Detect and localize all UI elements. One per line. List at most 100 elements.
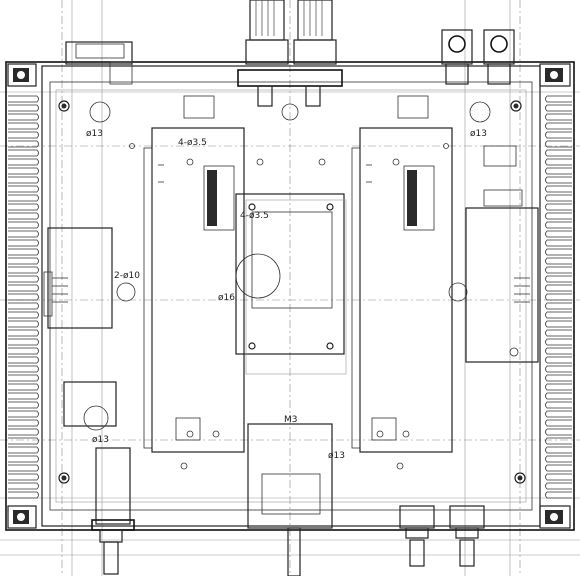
- heatsink-fin: [8, 437, 39, 445]
- heatsink-fin: [545, 302, 572, 310]
- amp-module-left: [143, 95, 245, 453]
- heatsink-fin: [545, 149, 572, 157]
- heatsink-fin: [545, 194, 572, 202]
- heatsink-fin: [8, 248, 39, 256]
- heatsink-fin: [545, 221, 572, 229]
- heatsink-fin: [545, 104, 572, 112]
- heatsink-fin: [8, 266, 39, 274]
- module-screws: [129, 143, 449, 470]
- heatsink-fin: [545, 158, 572, 166]
- heatsink-fin: [545, 203, 572, 211]
- chassis-outline: [5, 61, 575, 531]
- heatsink-fin: [545, 329, 572, 337]
- heatsink-fin: [545, 95, 572, 103]
- heatsink-fin: [8, 302, 39, 310]
- heatsink-fin: [545, 455, 572, 463]
- heatsink-fin: [8, 311, 39, 319]
- label-mount-center: 4-ø3.5: [240, 211, 269, 221]
- heatsink-fin: [545, 437, 572, 445]
- heatsink-fin: [8, 113, 39, 121]
- heatsink-fin: [8, 374, 39, 382]
- heatsink-fin: [545, 356, 572, 364]
- heatsink-fin: [545, 428, 572, 436]
- rca-jacks-top: [441, 29, 515, 85]
- label-hole-top-left: ø13: [86, 129, 103, 139]
- label-hole-top-right: ø13: [470, 129, 487, 139]
- heatsink-fin: [545, 275, 572, 283]
- heatsink-fin: [8, 491, 39, 499]
- heatsink-fin: [8, 446, 39, 454]
- heatsink-fin: [8, 239, 39, 247]
- heatsink-fin: [8, 365, 39, 373]
- label-meter: M3: [284, 415, 298, 425]
- heatsink-fin: [8, 293, 39, 301]
- heatsink-fin: [545, 212, 572, 220]
- heatsink-fin: [8, 473, 39, 481]
- heatsink-fin: [545, 338, 572, 346]
- heatsink-fin: [8, 329, 39, 337]
- bottom-right-jacks: [399, 505, 485, 567]
- heatsink-fin: [545, 419, 572, 427]
- bottom-left-assembly: [63, 381, 135, 575]
- heatsink-fin: [8, 419, 39, 427]
- label-hole-bottom-left: ø13: [92, 435, 109, 445]
- side-board-left: [43, 227, 136, 329]
- heatsink-fin: [8, 221, 39, 229]
- heatsink-fin: [545, 284, 572, 292]
- heatsink-fin: [545, 410, 572, 418]
- heatsink-fin: [8, 320, 39, 328]
- heatsink-fin: [545, 131, 572, 139]
- heatsink-fin: [8, 257, 39, 265]
- heatsink-fin: [8, 149, 39, 157]
- heatsink-fin: [8, 131, 39, 139]
- heatsink-fin: [8, 392, 39, 400]
- heatsink-fin: [8, 185, 39, 193]
- heatsink-fin: [545, 383, 572, 391]
- heatsink-fin: [545, 239, 572, 247]
- label-hole-left: 2-ø10: [114, 271, 140, 281]
- heatsink-left: [8, 95, 39, 499]
- heatsink-fin: [8, 383, 39, 391]
- heatsink-fin: [8, 230, 39, 238]
- heatsink-fin: [8, 482, 39, 490]
- center-plate: [235, 193, 347, 375]
- heatsink-fin: [545, 473, 572, 481]
- heatsink-fin: [545, 266, 572, 274]
- heatsink-fin: [545, 347, 572, 355]
- side-board-right: [448, 145, 539, 363]
- heatsink-fin: [8, 167, 39, 175]
- label-hole-center: ø16: [218, 293, 235, 303]
- holes-top: [89, 101, 491, 123]
- heatsink-fin: [545, 320, 572, 328]
- heatsink-right: [545, 95, 572, 499]
- heatsink-fin: [8, 140, 39, 148]
- heatsink-fin: [8, 464, 39, 472]
- heatsink-fin: [8, 212, 39, 220]
- heatsink-fin: [545, 167, 572, 175]
- label-mount-left: 4-ø3.5: [178, 138, 207, 148]
- heatsink-fin: [545, 140, 572, 148]
- heatsink-fin: [545, 122, 572, 130]
- heatsink-fin: [8, 275, 39, 283]
- heatsink-fin: [545, 482, 572, 490]
- heatsink-fin: [8, 428, 39, 436]
- label-hole-bottom-center: ø13: [328, 451, 345, 461]
- top-left-connector: [65, 41, 133, 85]
- heatsink-fin: [545, 248, 572, 256]
- heatsink-fin: [8, 284, 39, 292]
- heatsink-fin: [545, 257, 572, 265]
- heatsink-fin: [8, 401, 39, 409]
- heatsink-fin: [8, 194, 39, 202]
- heatsink-fin: [545, 491, 572, 499]
- heatsink-fin: [8, 347, 39, 355]
- heatsink-fin: [8, 104, 39, 112]
- heatsink-fin: [545, 365, 572, 373]
- dimension-labels: ø13 ø13 4-ø3.5 4-ø3.5 2-ø10 ø16 ø13 M3 ø…: [86, 129, 487, 461]
- heatsink-fin: [545, 401, 572, 409]
- heatsink-fin: [8, 158, 39, 166]
- heatsink-fin: [8, 410, 39, 418]
- heatsink-fin: [545, 230, 572, 238]
- heatsink-fin: [545, 392, 572, 400]
